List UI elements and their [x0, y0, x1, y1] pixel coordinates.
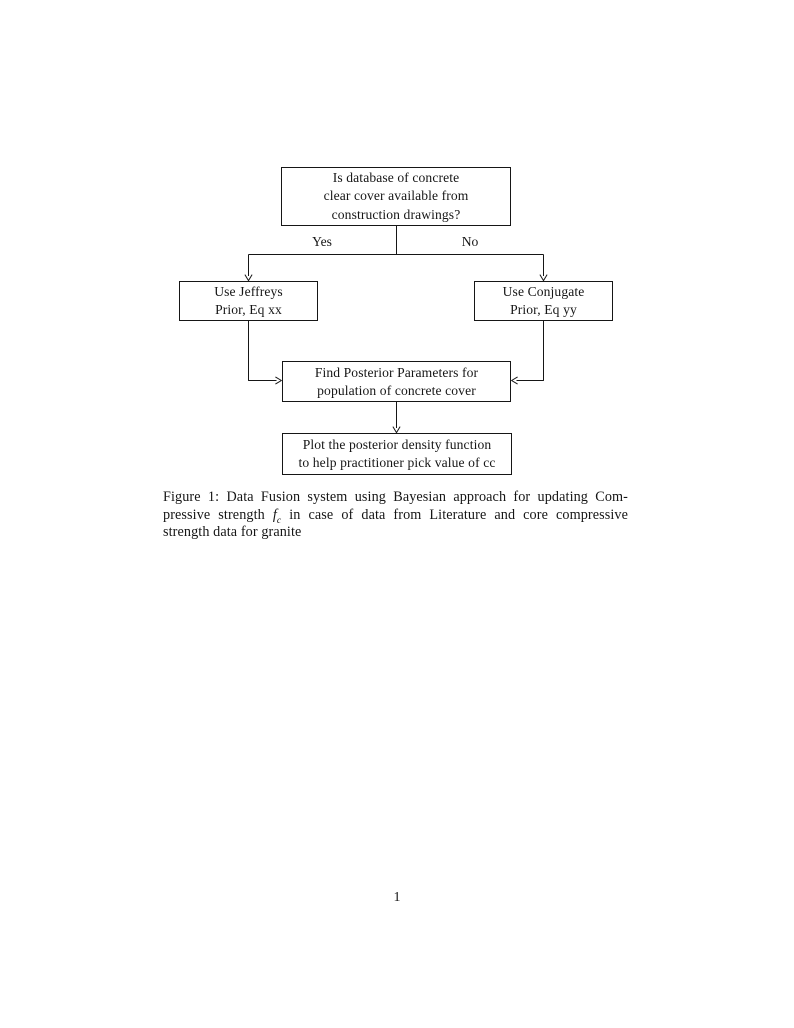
caption-line-2-text: pressive strength [163, 506, 265, 523]
arrowhead-yes-down [244, 274, 253, 282]
arrowhead-plot-down [392, 426, 401, 434]
caption-line-1: Figure 1: Data Fusion system using Bayes… [163, 489, 628, 505]
posterior-box-line: population of concrete cover [317, 382, 476, 398]
connector-conjugate-posterior [516, 321, 544, 381]
arrowhead-into-posterior-left [275, 376, 282, 385]
flowchart-conjugate-box: Use Conjugate Prior, Eq yy [474, 281, 613, 321]
connector-jeffreys-posterior [248, 321, 277, 381]
jeffreys-box-line: Prior, Eq xx [215, 302, 282, 317]
plot-box-line: to help practitioner pick value of cc [298, 455, 496, 470]
flowchart-jeffreys-box: Use Jeffreys Prior, Eq xx [179, 281, 318, 321]
flowchart-plot-box: Plot the posterior density function to h… [282, 433, 512, 475]
posterior-box-line: Find Posterior Parameters for [314, 364, 479, 380]
flowchart-decision-box: Is database of concrete clear cover avai… [281, 167, 511, 226]
caption-line-2: pressive strength fc in case of data fro… [163, 506, 629, 526]
math-fc-symbol: fc [272, 506, 282, 526]
flowchart-posterior-box: Find Posterior Parameters for population… [282, 361, 511, 402]
decision-box-line: Is database of concrete [332, 169, 460, 185]
caption-line-3: strength data for granite [163, 524, 302, 541]
branch-label-no: No [461, 234, 479, 249]
decision-box-line: construction drawings? [331, 206, 461, 222]
page-number: 1 [393, 890, 401, 905]
conjugate-box-line: Use Conjugate [502, 284, 585, 299]
decision-box-line: clear cover available from [323, 188, 469, 204]
plot-box-line: Plot the posterior density function [302, 437, 492, 452]
conjugate-box-line: Prior, Eq yy [510, 302, 577, 317]
jeffreys-box-line: Use Jeffreys [214, 284, 283, 299]
arrowhead-no-down [539, 274, 548, 282]
arrowhead-into-posterior-right [511, 376, 518, 385]
branch-label-yes: Yes [312, 234, 332, 249]
caption-line-2-text: in case of data from Literature and core… [289, 506, 629, 523]
figure-caption: Figure 1: Data Fusion system using Bayes… [163, 489, 628, 542]
